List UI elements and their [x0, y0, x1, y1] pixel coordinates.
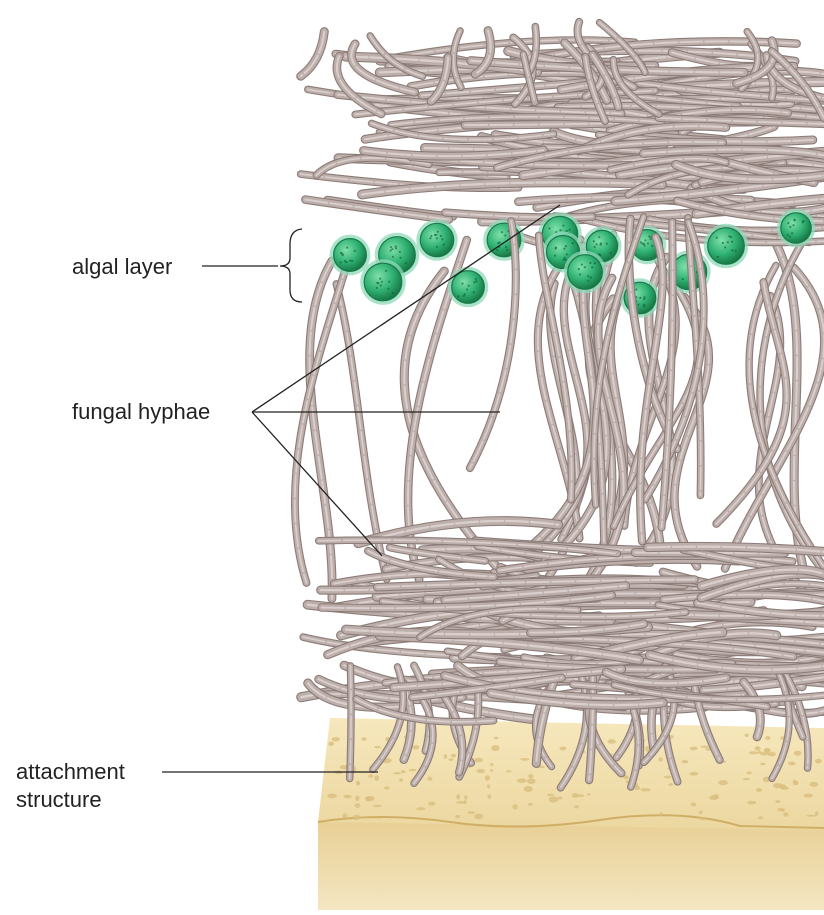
substrate-block	[318, 718, 824, 910]
algal-cell	[360, 259, 406, 305]
algal-cells	[330, 209, 816, 318]
algal-layer-brace	[280, 229, 302, 302]
attachment-structure-label-line1: attachment	[16, 759, 125, 785]
algal-cell	[416, 219, 457, 260]
algal-layer-label: algal layer	[72, 254, 172, 280]
algal-cell	[448, 267, 489, 308]
algal-cell	[777, 209, 815, 247]
algal-cell	[704, 224, 749, 269]
attachment-structure-label-line2: structure	[16, 787, 102, 813]
fungal-hyphae-label: fungal hyphae	[72, 399, 210, 425]
algal-cell	[564, 251, 607, 294]
